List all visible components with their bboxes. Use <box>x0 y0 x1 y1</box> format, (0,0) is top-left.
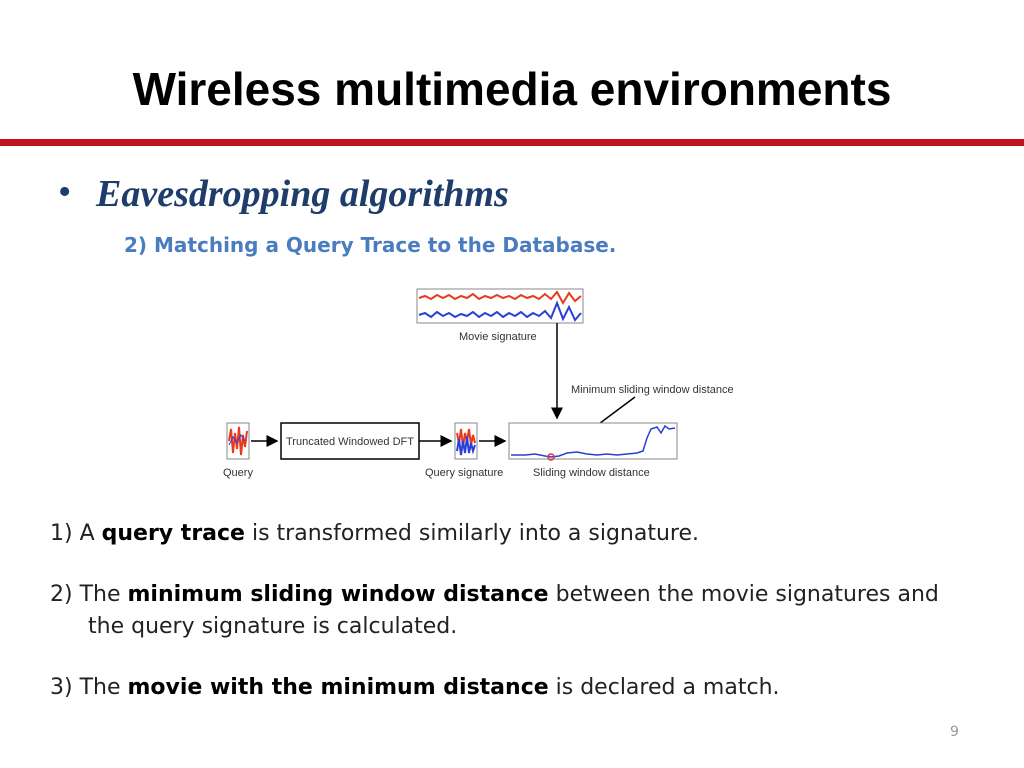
sliding-distance-plot <box>508 422 678 461</box>
movie-signature-label: Movie signature <box>459 331 537 343</box>
dft-box-label: Truncated Windowed DFT <box>286 436 414 448</box>
movie-signature-blue-trace <box>418 300 582 322</box>
query-label: Query <box>223 467 253 479</box>
query-signature-label: Query signature <box>425 467 503 479</box>
matching-diagram: Movie signature Minimum sliding window d… <box>223 288 734 479</box>
step-1: 1) A query trace is transformed similarl… <box>50 521 700 546</box>
dft-box <box>280 422 420 460</box>
subheading: 2) Matching a Query Trace to the Databas… <box>124 233 617 257</box>
slide-title: Wireless multimedia environments <box>132 63 892 115</box>
step-3: 3) The movie with the minimum distance i… <box>50 675 780 700</box>
sliding-distance-label: Sliding window distance <box>533 467 650 479</box>
step-2: 2) The minimum sliding window distance b… <box>50 579 980 643</box>
min-distance-marker <box>547 453 555 461</box>
bullet-icon: • <box>58 171 72 213</box>
query-image <box>226 422 250 460</box>
page-number: 9 <box>950 724 959 740</box>
bullet-heading: Eavesdropping algorithms <box>96 173 509 215</box>
query-signature-image <box>454 422 478 460</box>
step-2-continuation: the query signature is calculated. <box>88 614 458 639</box>
min-distance-label: Minimum sliding window distance <box>571 384 734 396</box>
title-divider <box>0 139 1024 146</box>
movie-signature-red-trace <box>418 290 582 306</box>
movie-signature-image <box>416 288 584 324</box>
